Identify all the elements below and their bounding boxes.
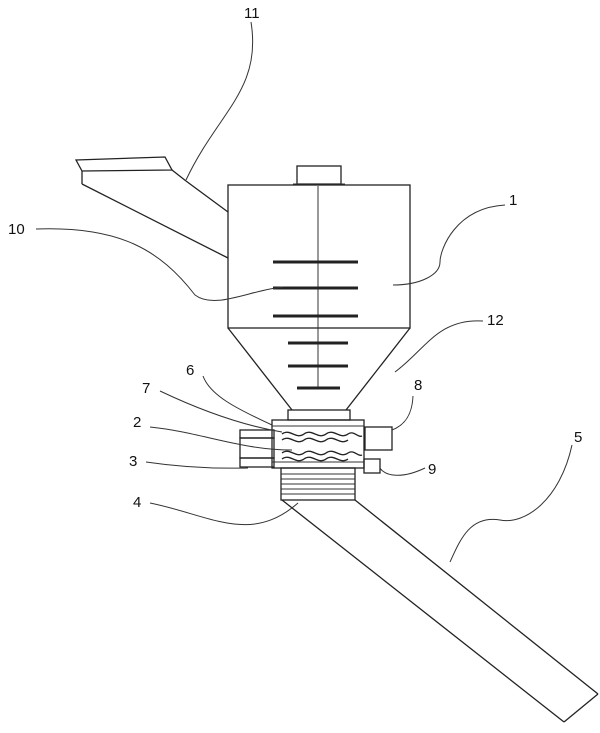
label-10: 10 [8, 221, 25, 238]
leader-lines [35, 21, 573, 563]
outlet-collar [280, 467, 356, 501]
label-8: 8 [414, 377, 422, 394]
feed-chute [74, 156, 229, 259]
label-12: 12 [487, 312, 504, 329]
label-7: 7 [142, 380, 150, 397]
label-11: 11 [244, 5, 260, 22]
stirring-shaft [273, 186, 358, 390]
discharge-pipe [281, 499, 599, 723]
label-9: 9 [428, 461, 436, 478]
screw-housing [271, 419, 365, 469]
label-6: 6 [186, 362, 194, 379]
motor [363, 426, 393, 474]
hopper-body [227, 165, 411, 329]
label-3: 3 [129, 453, 137, 470]
label-1: 1 [509, 192, 517, 209]
part-labels: 11 10 1 12 6 7 8 2 5 3 9 4 [8, 5, 582, 511]
label-2: 2 [133, 414, 141, 431]
label-5: 5 [574, 429, 582, 446]
left-bracket [239, 429, 275, 468]
label-4: 4 [133, 494, 141, 511]
